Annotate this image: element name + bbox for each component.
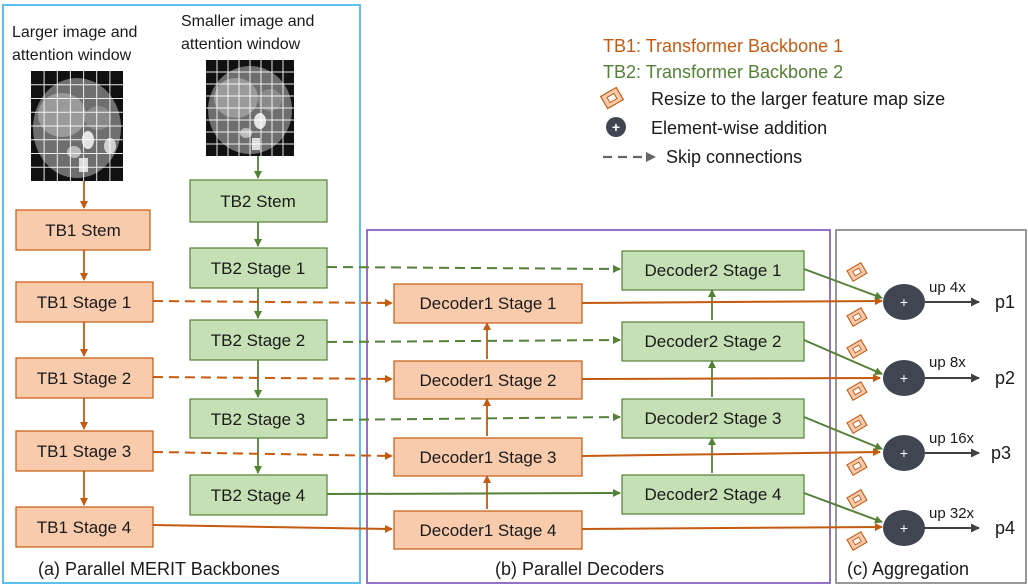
tb1-stage-1-block: TB1 Stage 1 [15,281,154,323]
larger-image-label-line2: attention window [12,47,132,64]
add-node-3: + [883,435,925,471]
tb1-column: TB1 Stem TB1 Stage 1 TB1 Stage 2 TB1 Sta… [15,209,154,548]
decoder1-stage-1-block: Decoder1 Stage 1 [393,283,583,324]
larger-ct-image [31,71,123,181]
legend-tb2: TB2: Transformer Backbone 2 [603,62,843,82]
up-label-3: up 16x [929,430,975,447]
legend-tb1: TB1: Transformer Backbone 1 [603,36,843,56]
decoder1-stage-2-label: Decoder1 Stage 2 [419,371,556,390]
tb1-stage-4-label: TB1 Stage 4 [37,518,132,537]
resize-icon [846,414,868,434]
smaller-image-label-line1: Smaller image and [181,13,314,30]
tb1-stage-1-label: TB1 Stage 1 [37,293,132,312]
decoder2-stage-2-label: Decoder2 Stage 2 [644,332,781,351]
decoder1-stage-4-block: Decoder1 Stage 4 [393,510,583,550]
section-a-frame [2,4,361,584]
tb1-stage-4-block: TB1 Stage 4 [15,506,154,548]
output-p4: p4 [995,518,1015,538]
section-b-frame [366,229,831,584]
decoder1-stage-1-label: Decoder1 Stage 1 [419,294,556,313]
tb1-stage-3-label: TB1 Stage 3 [37,442,132,461]
add-node-4-plus: + [900,520,908,536]
tb2-stage-2-label: TB2 Stage 2 [211,331,306,350]
section-c-caption: (c) Aggregation [847,559,969,579]
legend-add: Element-wise addition [651,118,827,138]
resize-icon [846,381,868,401]
up-label-4: up 32x [929,505,975,522]
section-a-caption: (a) Parallel MERIT Backbones [38,559,280,579]
add-node-2: + [883,360,925,396]
svg-text:+: + [612,119,620,135]
tb2-stage-2-block: TB2 Stage 2 [189,319,328,361]
add-node-4: + [883,510,925,546]
up-label-2: up 8x [929,354,966,371]
decoder1-stage-3-label: Decoder1 Stage 3 [419,448,556,467]
tb2-stem-label: TB2 Stem [220,192,296,211]
decoder2-stage-1-block: Decoder2 Stage 1 [621,250,805,291]
output-p1: p1 [995,292,1015,312]
resize-icon [846,339,868,359]
decoder2-column: Decoder2 Stage 1 Decoder2 Stage 2 Decode… [621,250,805,515]
decoder2-stage-3-block: Decoder2 Stage 3 [621,398,805,439]
legend-skip: Skip connections [666,147,802,167]
resize-icon [846,531,868,551]
smaller-image-label-line2: attention window [181,36,301,53]
tb1-stage-2-label: TB1 Stage 2 [37,369,132,388]
section-b-caption: (b) Parallel Decoders [495,559,664,579]
up-label-1: up 4x [929,279,966,296]
add-node-3-plus: + [900,445,908,461]
tb2-stage-3-label: TB2 Stage 3 [211,410,306,429]
decoder1-stage-4-label: Decoder1 Stage 4 [419,521,556,540]
tb2-stage-1-block: TB2 Stage 1 [189,247,328,289]
tb2-stage-4-label: TB2 Stage 4 [211,486,306,505]
decoder1-stage-2-block: Decoder1 Stage 2 [393,360,583,400]
decoder1-column: Decoder1 Stage 1 Decoder1 Stage 2 Decode… [393,283,583,550]
decoder2-stage-1-label: Decoder2 Stage 1 [644,261,781,280]
connections [80,156,980,533]
resize-icon [846,456,868,476]
output-p3: p3 [991,443,1011,463]
larger-image-label-line1: Larger image and [12,24,137,41]
decoder2-stage-4-label: Decoder2 Stage 4 [644,485,781,504]
resize-icon [846,489,868,509]
add-node-1: + [883,284,925,320]
add-node-2-plus: + [900,370,908,386]
tb2-column: TB2 Stem TB2 Stage 1 TB2 Stage 2 TB2 Sta… [189,179,328,516]
output-p2: p2 [995,368,1015,388]
legend-resize: Resize to the larger feature map size [651,89,945,109]
section-c-frame [835,229,1027,584]
tb1-stage-3-block: TB1 Stage 3 [15,430,154,472]
tb2-stem-block: TB2 Stem [189,179,328,223]
tb1-stem-block: TB1 Stem [15,209,151,251]
add-icon: + [606,117,626,137]
tb1-stem-label: TB1 Stem [45,221,121,240]
decoder2-stage-3-label: Decoder2 Stage 3 [644,409,781,428]
resize-icon [846,307,868,327]
skip-arrow-icon [603,152,656,162]
tb2-stage-3-block: TB2 Stage 3 [189,398,328,439]
tb2-stage-4-block: TB2 Stage 4 [189,474,328,516]
resize-icons [846,262,868,551]
decoder2-stage-2-block: Decoder2 Stage 2 [621,321,805,362]
tb2-stage-1-label: TB2 Stage 1 [211,259,306,278]
add-node-1-plus: + [900,294,908,310]
resize-icon [599,86,625,110]
decoder1-stage-3-block: Decoder1 Stage 3 [393,437,583,477]
resize-icon [846,262,868,282]
smaller-ct-image [206,60,294,156]
decoder2-stage-4-block: Decoder2 Stage 4 [621,474,805,515]
tb1-stage-2-block: TB1 Stage 2 [15,357,154,399]
